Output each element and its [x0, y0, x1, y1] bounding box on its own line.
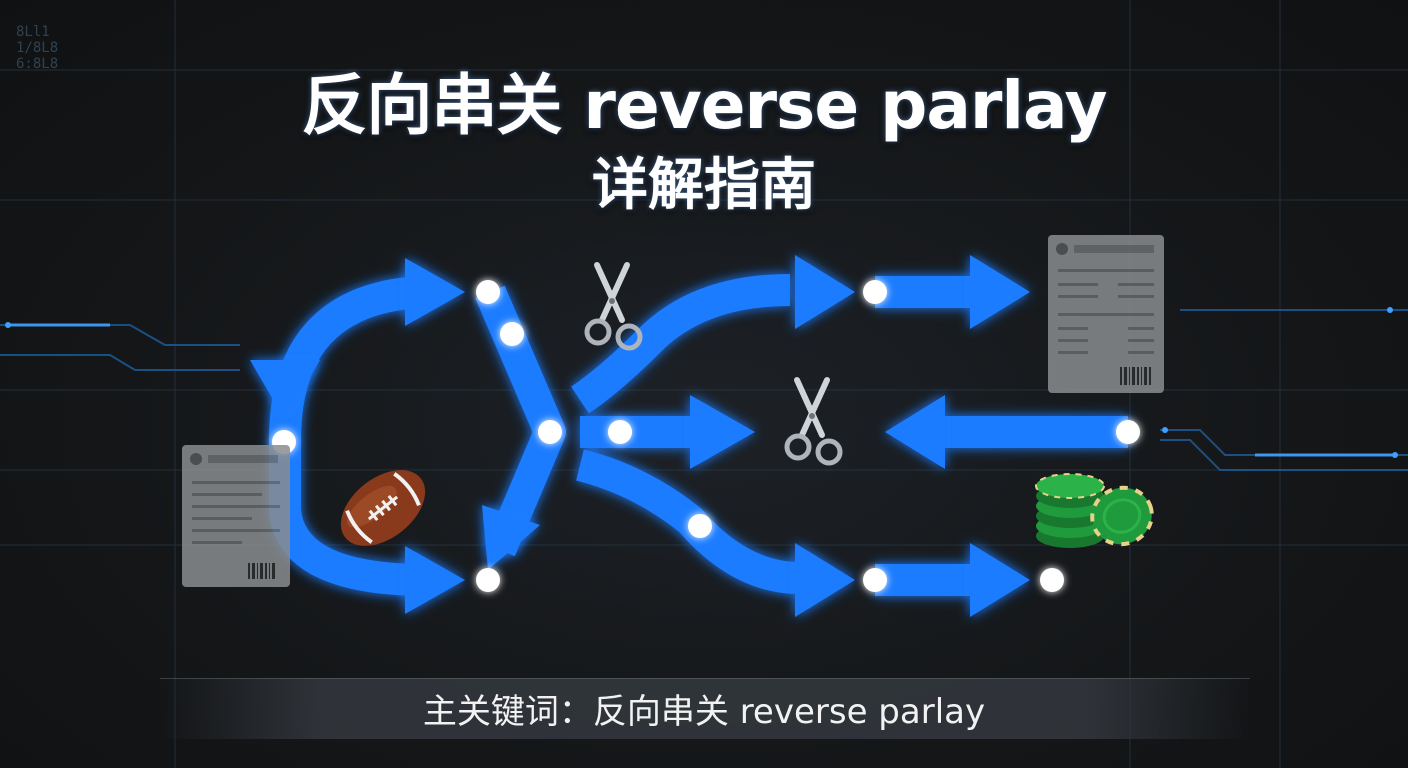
node-dot	[688, 514, 712, 538]
node-dot	[476, 280, 500, 304]
scissors-icon	[784, 377, 843, 466]
arrowhead-right-bottom	[970, 543, 1030, 617]
node-dot	[863, 280, 887, 304]
arrowhead-cross-down	[482, 505, 540, 570]
arrowhead-right-middle	[885, 395, 945, 469]
page-subtitle: 详解指南	[592, 153, 816, 218]
node-dot	[1040, 568, 1064, 592]
arrowhead-loop-left	[250, 360, 320, 420]
arrowhead-loop-bottom	[405, 546, 465, 614]
arrowhead-branch-bottom	[795, 543, 855, 617]
corner-text-1: 8Ll1	[16, 24, 50, 40]
casino-chips-icon	[1035, 473, 1154, 548]
node-dot	[538, 420, 562, 444]
node-dot	[500, 322, 524, 346]
node-dot	[608, 420, 632, 444]
keyword-line: 主关键词：反向串关 reverse parlay	[422, 692, 986, 732]
node-dot	[476, 568, 500, 592]
branch-top	[570, 274, 791, 414]
keyword-bar	[160, 678, 1250, 739]
scissors-icon	[584, 262, 643, 351]
node-dot	[1116, 420, 1140, 444]
bet-slip-icon	[182, 445, 290, 587]
corner-text-3: 6:8L8	[16, 56, 59, 72]
football-icon	[340, 470, 426, 546]
arrowhead-right-top	[970, 255, 1030, 329]
arrowhead-branch-middle	[690, 395, 755, 469]
bet-slip-icon	[1048, 235, 1164, 393]
arrowhead-loop-top	[405, 258, 465, 326]
page-title: 反向串关 reverse parlay	[301, 67, 1107, 144]
corner-text-2: 1/8L8	[16, 40, 59, 56]
arrowhead-branch-top	[795, 255, 855, 329]
node-dot	[863, 568, 887, 592]
